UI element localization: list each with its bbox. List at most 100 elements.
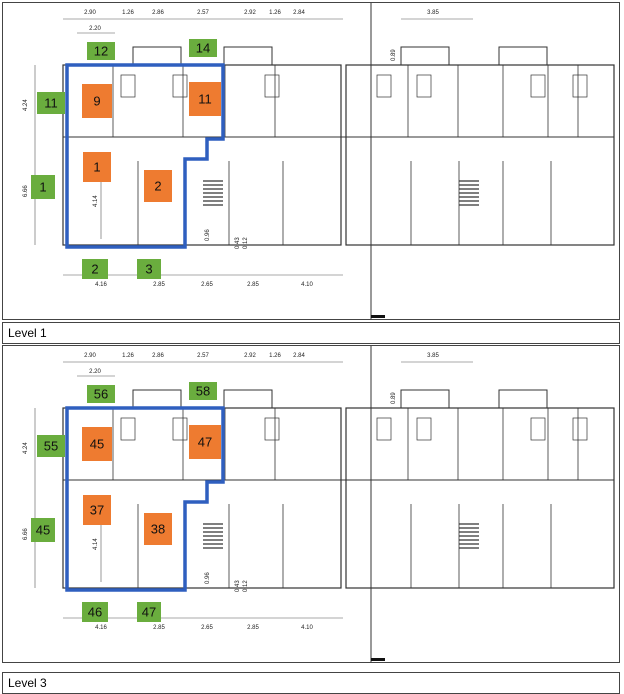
left-dimension-label: 4.24 bbox=[23, 442, 29, 454]
green-label-text: 56 bbox=[94, 387, 108, 402]
bottom-dimension-label: 2.65 bbox=[201, 625, 213, 631]
balcony bbox=[400, 389, 450, 409]
balcony bbox=[223, 46, 273, 66]
top-dimension-label: 3.85 bbox=[427, 10, 439, 16]
green-label-badge bbox=[87, 42, 115, 60]
top-dimension-label: 2.86 bbox=[152, 353, 164, 359]
green-label-badge bbox=[189, 382, 217, 400]
stair-dimension-label: 0.12 bbox=[243, 580, 249, 592]
bathroom-fixture bbox=[264, 74, 280, 98]
green-label-badge bbox=[31, 518, 55, 542]
orange-label-text: 2 bbox=[154, 179, 161, 194]
orange-label-badge bbox=[82, 84, 112, 118]
stair-dimension-label: 0.12 bbox=[243, 237, 249, 249]
bottom-dimension-label: 4.16 bbox=[95, 282, 107, 288]
top-dimension-label: 3.85 bbox=[427, 353, 439, 359]
orange-label-text: 47 bbox=[198, 435, 212, 450]
bottom-dimension-label: 2.85 bbox=[153, 282, 165, 288]
right-wing-outline bbox=[345, 407, 615, 589]
orange-label-badge bbox=[189, 425, 221, 459]
green-label-badge bbox=[87, 385, 115, 403]
orange-label-badge bbox=[82, 427, 112, 461]
staircase bbox=[203, 523, 223, 549]
orange-label-badge bbox=[83, 152, 111, 182]
right-wing-dimension-label: 0.89 bbox=[391, 49, 397, 61]
bathroom-fixture bbox=[120, 417, 136, 441]
green-label-text: 1 bbox=[39, 180, 46, 195]
bathroom-fixture bbox=[120, 74, 136, 98]
bathroom-fixture bbox=[416, 417, 432, 441]
green-label-text: 12 bbox=[94, 44, 108, 59]
green-label-text: 2 bbox=[91, 262, 98, 277]
staircase bbox=[203, 180, 223, 206]
orange-label-badge bbox=[83, 495, 111, 525]
bathroom-fixture bbox=[172, 417, 188, 441]
green-label-badge bbox=[82, 602, 108, 622]
top-dimension-label: 1.26 bbox=[269, 353, 281, 359]
balcony bbox=[223, 389, 273, 409]
bathroom-fixture bbox=[264, 417, 280, 441]
staircase bbox=[459, 180, 479, 206]
orange-label-text: 11 bbox=[198, 92, 212, 107]
level-1-caption: Level 1 bbox=[2, 322, 620, 344]
top-dimension-label: 2.92 bbox=[244, 353, 256, 359]
right-wing-outline bbox=[345, 64, 615, 246]
orange-label-text: 1 bbox=[93, 160, 100, 175]
bathroom-fixture bbox=[572, 74, 588, 98]
bottom-dimension-label: 2.85 bbox=[247, 625, 259, 631]
stair-dimension-label: 0.96 bbox=[205, 572, 211, 584]
bathroom-fixture bbox=[572, 417, 588, 441]
orange-label-text: 37 bbox=[90, 503, 104, 518]
green-label-text: 14 bbox=[196, 41, 210, 56]
green-label-badge bbox=[37, 92, 65, 114]
balcony bbox=[498, 46, 548, 66]
bathroom-fixture bbox=[416, 74, 432, 98]
green-label-badge bbox=[137, 259, 161, 279]
top-dimension-label: 2.57 bbox=[197, 10, 209, 16]
green-label-text: 47 bbox=[142, 605, 156, 620]
balcony bbox=[498, 389, 548, 409]
green-label-text: 11 bbox=[44, 96, 58, 111]
green-label-text: 58 bbox=[196, 384, 210, 399]
green-label-badge bbox=[37, 435, 65, 457]
top-dimension-label: 2.90 bbox=[84, 10, 96, 16]
stair-dimension-label: 0.96 bbox=[205, 229, 211, 241]
balcony bbox=[132, 389, 182, 409]
orange-label-badge bbox=[189, 82, 221, 116]
balcony bbox=[400, 46, 450, 66]
bottom-dimension-label: 2.85 bbox=[247, 282, 259, 288]
green-label-badge bbox=[189, 39, 217, 57]
stair-dimension-label: 0.43 bbox=[235, 237, 241, 249]
top-dimension-label: 2.84 bbox=[293, 353, 305, 359]
green-label-badge bbox=[82, 259, 108, 279]
bathroom-fixture bbox=[172, 74, 188, 98]
bottom-dimension-label: 2.85 bbox=[153, 625, 165, 631]
scale-bar bbox=[371, 658, 385, 661]
top-dimension-label: 2.92 bbox=[244, 10, 256, 16]
bathroom-fixture bbox=[376, 74, 392, 98]
orange-label-badge bbox=[144, 170, 172, 202]
highlighted-unit-outline bbox=[65, 63, 225, 249]
staircase bbox=[459, 523, 479, 549]
green-label-text: 46 bbox=[88, 605, 102, 620]
top-dimension-label: 2.86 bbox=[152, 10, 164, 16]
orange-label-badge bbox=[144, 513, 172, 545]
top-dimension-label: 1.26 bbox=[269, 10, 281, 16]
top-sub-dimension-label: 2.20 bbox=[89, 26, 101, 32]
top-dimension-label: 2.57 bbox=[197, 353, 209, 359]
green-label-badge bbox=[31, 175, 55, 199]
level-3-caption: Level 3 bbox=[2, 672, 620, 694]
right-wing-dimension-label: 0.89 bbox=[391, 392, 397, 404]
orange-label-text: 9 bbox=[93, 94, 100, 109]
inner-dimension-label: 4.14 bbox=[93, 195, 99, 207]
orange-label-text: 38 bbox=[151, 522, 165, 537]
top-sub-dimension-label: 2.20 bbox=[89, 369, 101, 375]
left-dimension-label: 6.66 bbox=[23, 185, 29, 197]
highlighted-unit-outline bbox=[65, 406, 225, 592]
bathroom-fixture bbox=[376, 417, 392, 441]
inner-dimension-label: 4.14 bbox=[93, 538, 99, 550]
bottom-dimension-label: 4.10 bbox=[301, 625, 313, 631]
